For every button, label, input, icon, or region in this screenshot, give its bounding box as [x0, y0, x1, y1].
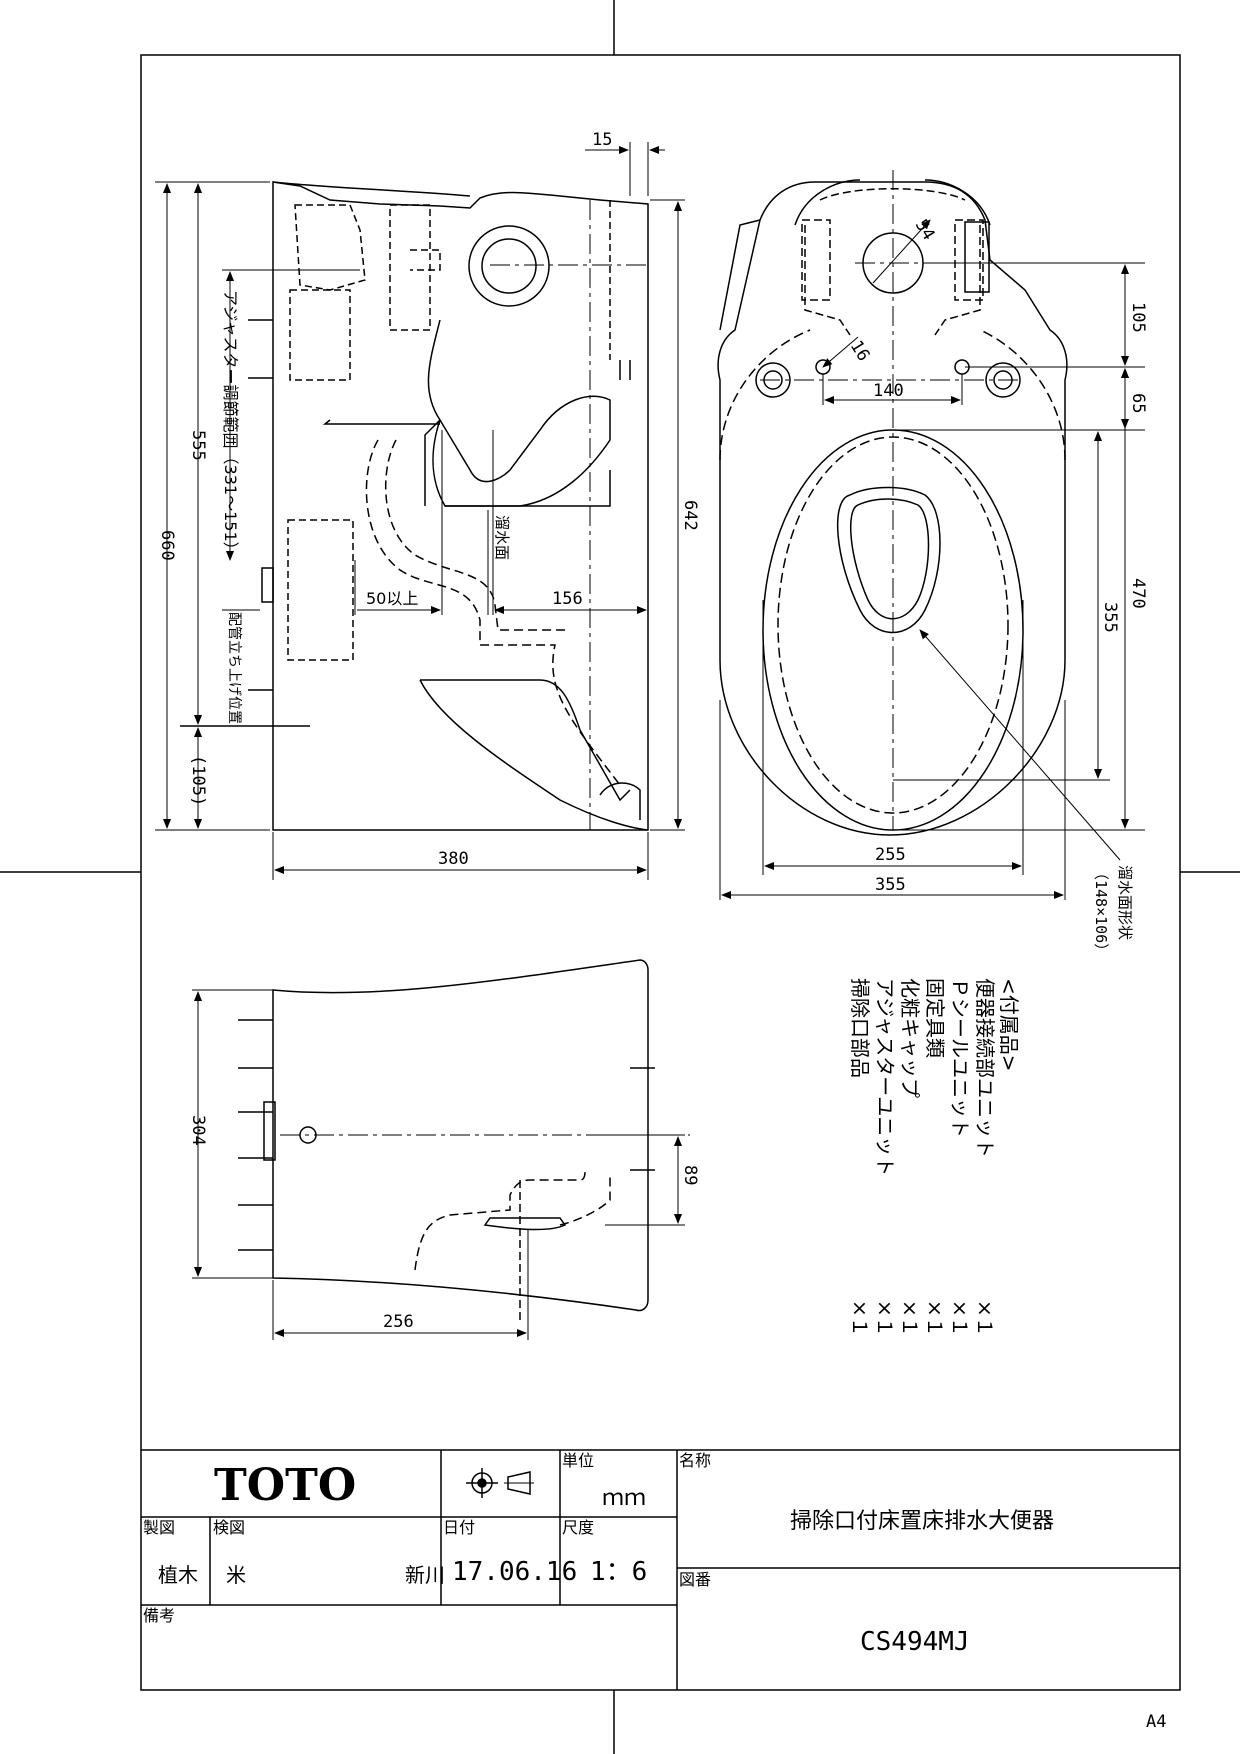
drawing-number: CS494MJ — [860, 1627, 970, 1657]
bottom-view — [238, 959, 690, 1320]
scale-label: 尺度 — [562, 1518, 594, 1537]
accessory-name: 掃除口部品 — [848, 978, 872, 1078]
plan-dimensions — [719, 219, 1145, 900]
bottom-dimensions — [192, 989, 685, 1340]
dim-54: 54 — [911, 216, 939, 244]
sheet-size: A4 — [1146, 1712, 1166, 1732]
dim-304: 304 — [188, 1115, 208, 1146]
water-surface-label: 溜水面 — [493, 515, 511, 560]
accessory-name: 便器接続部ユニット — [973, 978, 997, 1158]
checked-by-2: 新川 — [405, 1563, 445, 1587]
water-shape-size: （148×106） — [1092, 865, 1110, 958]
name-label: 名称 — [679, 1451, 711, 1470]
accessory-qty: ×１ — [948, 1300, 972, 1337]
dim-15: 15 — [592, 130, 612, 150]
dim-65: 65 — [1128, 393, 1148, 413]
notes-label: 備考 — [143, 1606, 175, 1625]
accessory-name: アジャスターユニット — [873, 978, 897, 1176]
accessories-header: <付属品> — [997, 978, 1021, 1072]
accessory-qty: ×１ — [923, 1300, 947, 1337]
dim-255: 255 — [875, 845, 906, 865]
accessory-qty: ×１ — [848, 1300, 872, 1337]
dim-660: 660 — [157, 530, 177, 561]
unit-label: 単位 — [562, 1451, 594, 1470]
dim-470: 470 — [1128, 578, 1148, 609]
date-value: 17.06.16 — [452, 1557, 577, 1587]
title-block — [141, 1449, 1180, 1690]
dim-50: 50以上 — [366, 589, 418, 608]
adjuster-range-label: アジャスター調節範囲（331～151） — [221, 290, 240, 558]
unit-value: ｍｍ — [602, 1486, 646, 1511]
dim-355-horizontal: 355 — [875, 875, 906, 895]
accessories-list: <付属品> 便器接続部ユニット Ｐシールユニット 固定具類 化粧キャップ アジャ… — [848, 978, 1021, 1337]
brand-logo: TOTO — [214, 1460, 356, 1511]
dim-105-paren: (105) — [188, 755, 208, 806]
side-view — [180, 181, 650, 831]
dim-555: 555 — [188, 430, 208, 461]
product-name: 掃除口付床置床排水大便器 — [790, 1509, 1054, 1534]
accessory-name: 固定具類 — [923, 978, 947, 1058]
accessory-qty: ×１ — [873, 1300, 897, 1337]
side-dimensions — [155, 142, 685, 880]
water-shape-label: 溜水面形状 — [1116, 865, 1134, 940]
screw-marks — [248, 319, 273, 691]
date-label: 日付 — [443, 1518, 475, 1537]
pipe-position-label: 配管立ち上げ位置 — [226, 612, 242, 724]
dim-16: 16 — [846, 337, 874, 365]
dim-89: 89 — [680, 1165, 700, 1185]
plan-view — [717, 170, 1068, 836]
drawn-by: 植木 — [158, 1563, 198, 1587]
dim-256: 256 — [383, 1312, 414, 1332]
dim-642: 642 — [680, 500, 700, 531]
dimension-labels: 15 660 555 (105) 642 380 50以上 156 アジャスター… — [157, 130, 1148, 1332]
dim-355-vertical: 355 — [1100, 602, 1120, 633]
checked-by-1: 米 — [226, 1563, 246, 1587]
checked-label: 検図 — [213, 1518, 245, 1537]
bottom-screws — [238, 1019, 273, 1251]
dim-380: 380 — [438, 849, 469, 869]
dim-156: 156 — [552, 589, 583, 609]
dim-105: 105 — [1128, 302, 1148, 333]
accessory-name: Ｐシールユニット — [948, 978, 972, 1138]
title-block-text: TOTO 単位 ｍｍ 名称 掃除口付床置床排水大便器 製図 植木 検図 米 新川… — [143, 1451, 1166, 1732]
accessory-name: 化粧キャップ — [898, 978, 922, 1098]
drawn-label: 製図 — [143, 1518, 175, 1537]
drawing-no-label: 図番 — [679, 1570, 711, 1589]
scale-value: 1：6 — [590, 1557, 647, 1587]
accessory-qty: ×１ — [973, 1300, 997, 1337]
accessory-qty: ×１ — [898, 1300, 922, 1337]
dim-140: 140 — [873, 381, 904, 401]
